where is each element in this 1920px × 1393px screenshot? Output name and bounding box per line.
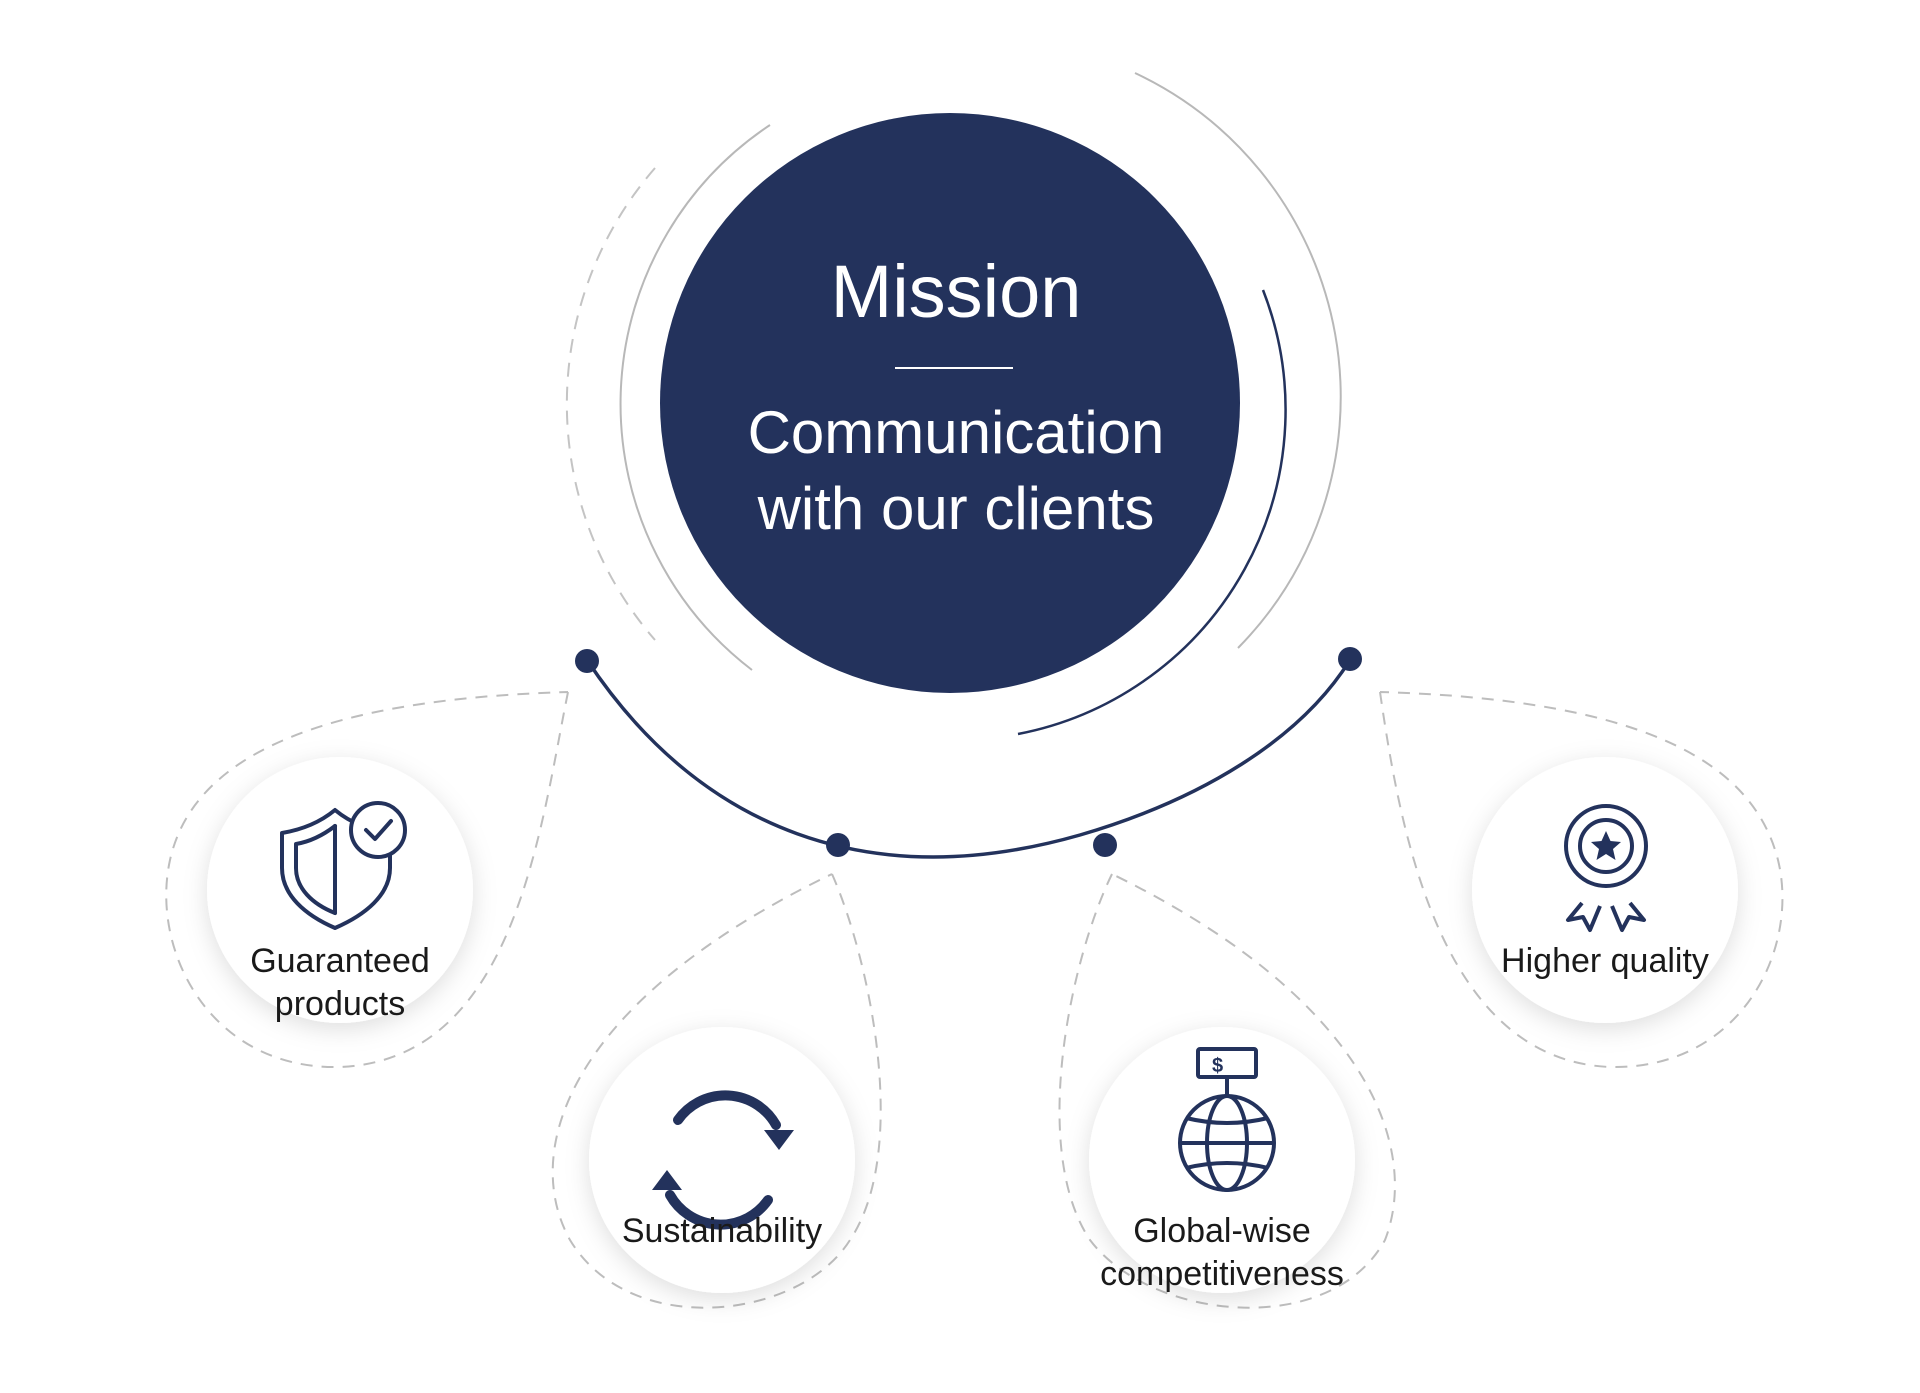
dollar-sign: $ bbox=[1212, 1055, 1223, 1077]
connector-arc bbox=[585, 659, 1352, 859]
mission-subtitle-line1: Communication bbox=[747, 399, 1165, 466]
value-label-global: Global-wise competitiveness bbox=[1072, 1210, 1372, 1296]
shield-check-icon bbox=[280, 801, 407, 930]
refresh-arrow-left bbox=[652, 1170, 682, 1190]
value-label-quality-line1: Higher quality bbox=[1501, 942, 1709, 980]
value-label-sustainability-line1: Sustainability bbox=[621, 1212, 823, 1250]
refresh-arrow-right bbox=[764, 1130, 794, 1150]
mission-subtitle-line2: with our clients bbox=[757, 475, 1155, 542]
value-label-quality: Higher quality bbox=[1455, 940, 1755, 983]
mission-subtitle: Communication with our clients bbox=[665, 395, 1247, 547]
value-label-guaranteed: Guaranteed products bbox=[190, 940, 490, 1026]
dashed-arc-left bbox=[565, 167, 656, 641]
value-label-global-line1: Global-wise bbox=[1133, 1212, 1311, 1250]
node-guaranteed bbox=[575, 649, 599, 673]
value-label-guaranteed-line1: Guaranteed bbox=[250, 942, 430, 980]
teardrop-guaranteed bbox=[165, 691, 569, 1069]
mission-circle bbox=[660, 113, 1240, 693]
gray-arc-left bbox=[619, 124, 771, 671]
navy-arc-right bbox=[1017, 289, 1287, 736]
award-ribbon-icon bbox=[1564, 804, 1648, 932]
award-star bbox=[1591, 831, 1621, 860]
value-circle-sustainability bbox=[589, 1027, 855, 1293]
teardrop-quality bbox=[1379, 691, 1784, 1069]
gray-arc-right bbox=[1134, 72, 1342, 649]
refresh-cycle-icon bbox=[665, 1090, 781, 1230]
node-sustainability bbox=[826, 833, 850, 857]
value-circle-guaranteed bbox=[207, 757, 473, 1023]
node-quality bbox=[1338, 647, 1362, 671]
value-label-global-line2: competitiveness bbox=[1100, 1255, 1344, 1293]
node-global bbox=[1093, 833, 1117, 857]
value-circle-quality bbox=[1472, 757, 1738, 1023]
value-label-sustainability: Sustainability bbox=[572, 1210, 872, 1253]
value-circle-global bbox=[1089, 1027, 1355, 1293]
value-label-guaranteed-line2: products bbox=[274, 985, 406, 1023]
mission-title: Mission bbox=[830, 250, 1082, 333]
teardrop-sustainability bbox=[551, 873, 882, 1309]
globe-dollar-icon bbox=[1178, 1047, 1276, 1192]
